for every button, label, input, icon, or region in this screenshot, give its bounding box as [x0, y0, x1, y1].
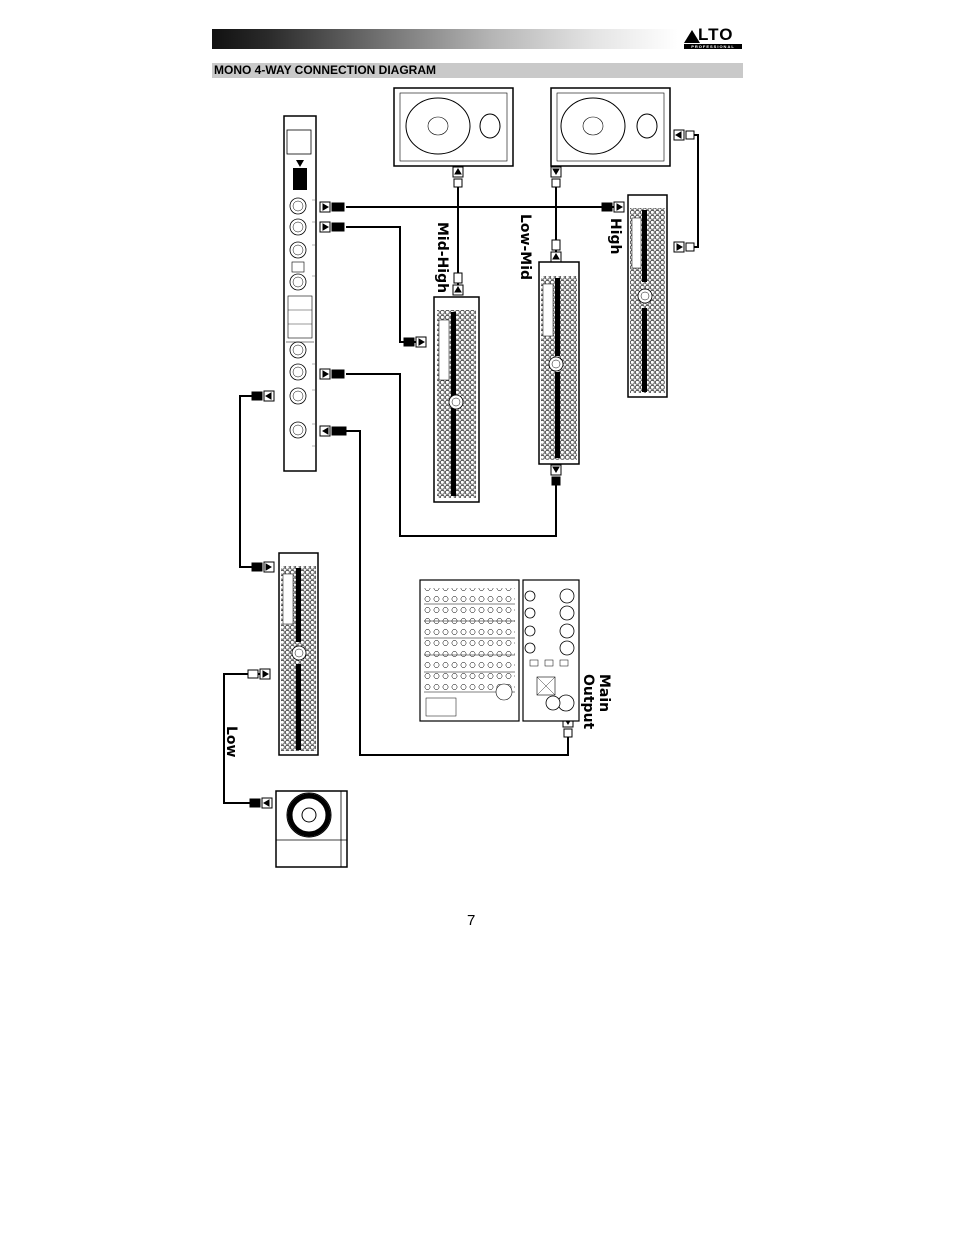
cable-high-speaker: [686, 134, 699, 248]
logo-sub-text: PROFESSIONAL: [684, 44, 742, 49]
cable-main-output: [346, 430, 569, 756]
xlr-connector-icon: [550, 166, 562, 188]
page-number: 7: [467, 912, 476, 929]
cable-midhigh-input: [346, 226, 416, 343]
amplifier-lowmid: [538, 261, 580, 465]
crossover-unit: [283, 115, 317, 472]
amplifier-low: [278, 552, 319, 756]
cable-low-input: [239, 395, 262, 568]
xlr-connector-icon: [319, 221, 345, 233]
xlr-connector-icon: [249, 797, 273, 809]
xlr-connector-icon: [452, 166, 464, 188]
mixer: [419, 579, 580, 722]
label-low-mid: Low-Mid: [517, 214, 533, 280]
xlr-connector-icon: [403, 336, 427, 348]
xlr-connector-icon: [601, 201, 625, 213]
xlr-connector-icon: [550, 464, 562, 486]
xlr-connector-icon: [452, 272, 464, 296]
label-mid-high: Mid-High: [434, 222, 450, 293]
header-gradient-bar: [212, 29, 678, 49]
subwoofer: [275, 790, 348, 868]
lowmid-speaker: [550, 87, 671, 167]
xlr-connector-icon: [319, 201, 345, 213]
alto-triangle-icon: [684, 30, 700, 43]
xlr-connector-icon: [673, 241, 695, 253]
label-main: Main: [596, 674, 612, 712]
xlr-connector-icon: [319, 368, 345, 380]
xlr-connector-icon: [251, 390, 275, 402]
xlr-connector-icon: [319, 425, 347, 437]
xlr-connector-icon: [673, 129, 695, 141]
logo-brand-text: LTO: [698, 25, 734, 44]
label-high: High: [607, 218, 623, 255]
xlr-connector-icon: [550, 239, 562, 263]
alto-logo: LTO PROFESSIONAL: [684, 25, 744, 50]
xlr-connector-icon: [251, 561, 275, 573]
amplifier-high: [627, 194, 668, 398]
amplifier-midhigh: [433, 296, 480, 503]
cable-low-speaker: [223, 673, 262, 804]
xlr-connectors: [247, 129, 695, 809]
label-low: Low: [223, 726, 239, 758]
xlr-connector-icon: [247, 668, 271, 680]
cable-lowmid-input: [346, 373, 557, 537]
section-title: MONO 4-WAY CONNECTION DIAGRAM: [212, 63, 743, 78]
midhigh-speaker: [393, 87, 514, 167]
label-output: Output: [580, 674, 596, 730]
